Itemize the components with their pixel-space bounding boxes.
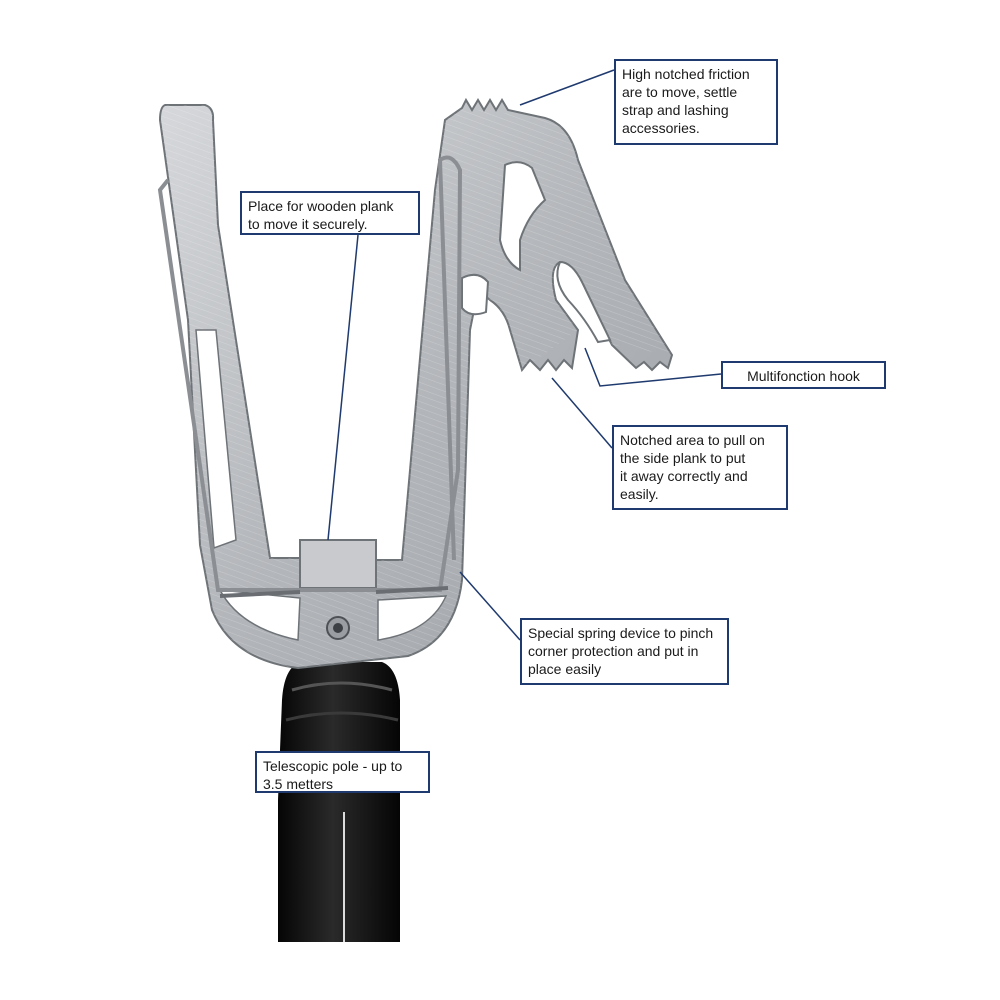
- callout-plank-seat: Place for wooden plank to move it secure…: [240, 191, 420, 235]
- leader-friction: [519, 69, 615, 106]
- telescopic-pole: [278, 662, 400, 942]
- callout-telescopic-pole: Telescopic pole - up to 3.5 metters: [255, 751, 430, 793]
- spring-wire: [157, 155, 463, 598]
- callout-notched-area: Notched area to pull on the side plank t…: [612, 425, 788, 510]
- callout-multifunction-hook: Multifonction hook: [721, 361, 886, 389]
- leader-hook: [584, 347, 722, 387]
- leader-spring: [459, 571, 521, 641]
- callout-spring-device: Special spring device to pinch corner pr…: [520, 618, 729, 685]
- callout-friction-notches: High notched friction are to move, settl…: [614, 59, 778, 145]
- fork-head: [158, 97, 674, 670]
- leader-plank: [327, 234, 359, 541]
- leader-lines: [327, 69, 722, 641]
- leader-notched: [551, 377, 613, 449]
